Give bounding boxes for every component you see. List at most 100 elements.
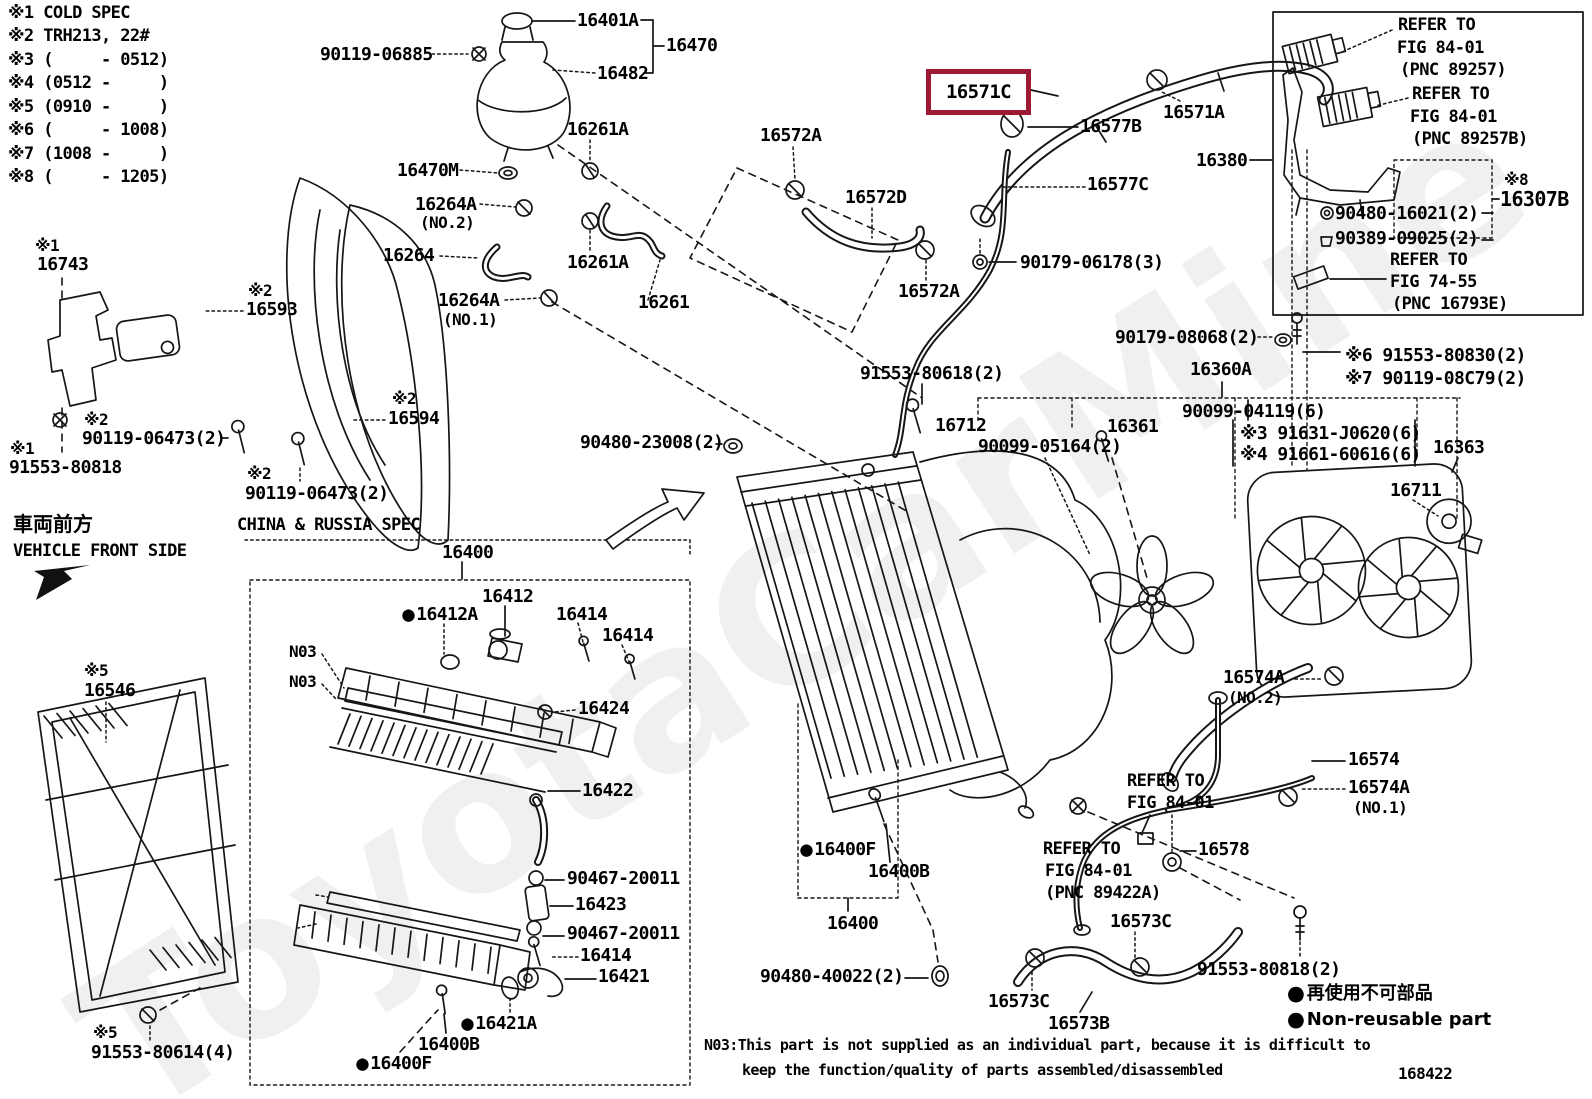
part-label-16573b[interactable]: 16573B bbox=[1048, 1013, 1110, 1034]
legend-item-2-trh213-22: ※2 TRH213, 22# bbox=[8, 26, 150, 46]
part-label-2: ※2 bbox=[248, 281, 273, 300]
part-label-16401a[interactable]: 16401A bbox=[577, 10, 639, 31]
part-label-90179-06178-3[interactable]: 90179-06178(3) bbox=[1020, 252, 1164, 273]
part-label-91553-80618-2[interactable]: 91553-80618(2) bbox=[860, 363, 1004, 384]
part-label-16261a[interactable]: 16261A bbox=[567, 119, 629, 140]
part-label-16571a[interactable]: 16571A bbox=[1163, 102, 1225, 123]
part-label-refer-to: REFER TO bbox=[1398, 15, 1476, 35]
part-label-90467-20011[interactable]: 90467-20011 bbox=[567, 923, 680, 944]
part-label-n03: N03 bbox=[289, 672, 317, 691]
part-label-pnc-89257b: (PNC 89257B) bbox=[1412, 129, 1528, 149]
part-label-16470[interactable]: 16470 bbox=[666, 35, 718, 56]
part-label-16577b[interactable]: 16577B bbox=[1080, 116, 1142, 137]
part-label-90119-06473-2[interactable]: 90119-06473(2) bbox=[82, 428, 226, 449]
part-label-16573c[interactable]: 16573C bbox=[988, 991, 1050, 1012]
part-label-16261[interactable]: 16261 bbox=[638, 292, 690, 313]
part-label-16712[interactable]: 16712 bbox=[935, 415, 987, 436]
part-label-16573c[interactable]: 16573C bbox=[1110, 911, 1172, 932]
part-label-16414[interactable]: 16414 bbox=[556, 604, 608, 625]
part-label-16400f[interactable]: ●16400F bbox=[356, 1051, 432, 1076]
part-label-16572a[interactable]: 16572A bbox=[760, 125, 822, 146]
part-label-90480-16021-2[interactable]: 90480-16021(2) bbox=[1335, 203, 1479, 224]
part-label-5: ※5 bbox=[84, 661, 109, 680]
part-label-16424[interactable]: 16424 bbox=[578, 698, 630, 719]
part-label-16400[interactable]: 16400 bbox=[827, 913, 879, 934]
part-label-16593[interactable]: 16593 bbox=[246, 299, 298, 320]
part-label-16264a[interactable]: 16264A bbox=[438, 290, 500, 311]
part-label-china-russia-spec: CHINA & RUSSIA SPEC bbox=[237, 515, 421, 535]
twin-fan-shroud-drawing bbox=[1246, 463, 1483, 698]
top-leaders bbox=[431, 19, 923, 513]
part-label-16572d[interactable]: 16572D bbox=[845, 187, 907, 208]
part-label-16546[interactable]: 16546 bbox=[84, 680, 136, 701]
part-label-16380[interactable]: 16380 bbox=[1196, 150, 1248, 171]
part-label-16412[interactable]: 16412 bbox=[482, 586, 534, 607]
part-label-91553-80614-4[interactable]: 91553-80614(4) bbox=[91, 1042, 235, 1063]
part-label-16422[interactable]: 16422 bbox=[582, 780, 634, 801]
part-label-non-reusable-part: ●Non-reusable part bbox=[1286, 1007, 1492, 1032]
part-label-90099-05164-2[interactable]: 90099-05164(2) bbox=[978, 436, 1122, 457]
part-label-refer-to: REFER TO bbox=[1127, 771, 1205, 791]
part-label-: ●再使用不可部品 bbox=[1286, 981, 1433, 1006]
part-label-16264[interactable]: 16264 bbox=[383, 245, 435, 266]
part-label-90480-40022-2[interactable]: 90480-40022(2) bbox=[760, 966, 904, 987]
legend-item-8-1205: ※8 ( - 1205) bbox=[8, 167, 169, 187]
part-label-16363[interactable]: 16363 bbox=[1433, 437, 1485, 458]
part-label-16574a[interactable]: 16574A bbox=[1223, 667, 1285, 688]
part-label-16264a[interactable]: 16264A bbox=[415, 194, 477, 215]
part-label-refer-to: REFER TO bbox=[1043, 839, 1121, 859]
part-label-16470m[interactable]: 16470M bbox=[397, 160, 459, 181]
highlighted-part-callout[interactable]: 16571C bbox=[926, 69, 1031, 115]
part-label-pnc-16793e: (PNC 16793E) bbox=[1392, 294, 1508, 314]
part-label-90119-06473-2[interactable]: 90119-06473(2) bbox=[245, 483, 389, 504]
part-label-fig-84-01: FIG 84-01 bbox=[1127, 793, 1214, 813]
legend-item-7-1008: ※7 (1008 - ) bbox=[8, 144, 169, 164]
part-label-16400b[interactable]: 16400B bbox=[868, 861, 930, 882]
part-label-16400f[interactable]: ●16400F bbox=[800, 837, 876, 862]
part-label-90467-20011[interactable]: 90467-20011 bbox=[567, 868, 680, 889]
part-label-6-91553-80830-2[interactable]: ※6 91553-80830(2) bbox=[1345, 345, 1526, 366]
part-label-16574[interactable]: 16574 bbox=[1348, 749, 1400, 770]
part-label-16421[interactable]: 16421 bbox=[598, 966, 650, 987]
radiator-drawing bbox=[736, 451, 1035, 819]
part-label-91553-80818-2[interactable]: 91553-80818(2) bbox=[1197, 959, 1341, 980]
part-label-16594[interactable]: 16594 bbox=[388, 408, 440, 429]
part-label-16711[interactable]: 16711 bbox=[1390, 480, 1442, 501]
part-label-90119-06885[interactable]: 90119-06885 bbox=[320, 44, 433, 65]
part-label-16261a[interactable]: 16261A bbox=[567, 252, 629, 273]
part-label-90099-04119-6[interactable]: 90099-04119(6) bbox=[1182, 401, 1326, 422]
part-label-90179-08068-2[interactable]: 90179-08068(2) bbox=[1115, 327, 1259, 348]
non-reusable-bullet-icon: ● bbox=[461, 1011, 474, 1036]
part-label-16572a[interactable]: 16572A bbox=[898, 281, 960, 302]
part-label-16412a[interactable]: ●16412A bbox=[402, 602, 478, 627]
part-label-1: ※1 bbox=[35, 236, 60, 255]
bracket-16743-drawing bbox=[47, 277, 181, 453]
part-label-90389-09025-2[interactable]: 90389-09025(2) bbox=[1335, 228, 1479, 249]
part-label-16578[interactable]: 16578 bbox=[1198, 839, 1250, 860]
part-label-16400[interactable]: 16400 bbox=[442, 542, 494, 563]
part-label-16414[interactable]: 16414 bbox=[580, 945, 632, 966]
part-label-16400b[interactable]: 16400B bbox=[418, 1034, 480, 1055]
part-label-90480-23008-2[interactable]: 90480-23008(2) bbox=[580, 432, 724, 453]
part-label-3-91631-j0620-6[interactable]: ※3 91631-J0620(6) bbox=[1240, 423, 1421, 444]
part-label-91553-80818[interactable]: 91553-80818 bbox=[9, 457, 122, 478]
part-label-fig-84-01: FIG 84-01 bbox=[1397, 38, 1484, 58]
part-label-16414[interactable]: 16414 bbox=[602, 625, 654, 646]
part-label-16361[interactable]: 16361 bbox=[1107, 416, 1159, 437]
part-label-7-90119-08c79-2[interactable]: ※7 90119-08C79(2) bbox=[1345, 368, 1526, 389]
part-label-16421a[interactable]: ●16421A bbox=[461, 1011, 537, 1036]
legend-item-4-0512: ※4 (0512 - ) bbox=[8, 73, 169, 93]
part-label-16743[interactable]: 16743 bbox=[37, 254, 89, 275]
part-label-16577c[interactable]: 16577C bbox=[1087, 174, 1149, 195]
part-label-16482[interactable]: 16482 bbox=[597, 63, 649, 84]
part-label-: 車両前方 bbox=[13, 512, 93, 536]
part-label-16307b[interactable]: 16307B bbox=[1500, 187, 1569, 211]
part-label-16574a[interactable]: 16574A bbox=[1348, 777, 1410, 798]
part-label-2: ※2 bbox=[392, 389, 417, 408]
part-label-16423[interactable]: 16423 bbox=[575, 894, 627, 915]
part-label-4-91661-60616-6[interactable]: ※4 91661-60616(6) bbox=[1240, 444, 1421, 465]
part-label-16360a[interactable]: 16360A bbox=[1190, 359, 1252, 380]
upper-hoses-drawing bbox=[689, 60, 1334, 458]
legend-item-5-0910: ※5 (0910 - ) bbox=[8, 97, 169, 117]
